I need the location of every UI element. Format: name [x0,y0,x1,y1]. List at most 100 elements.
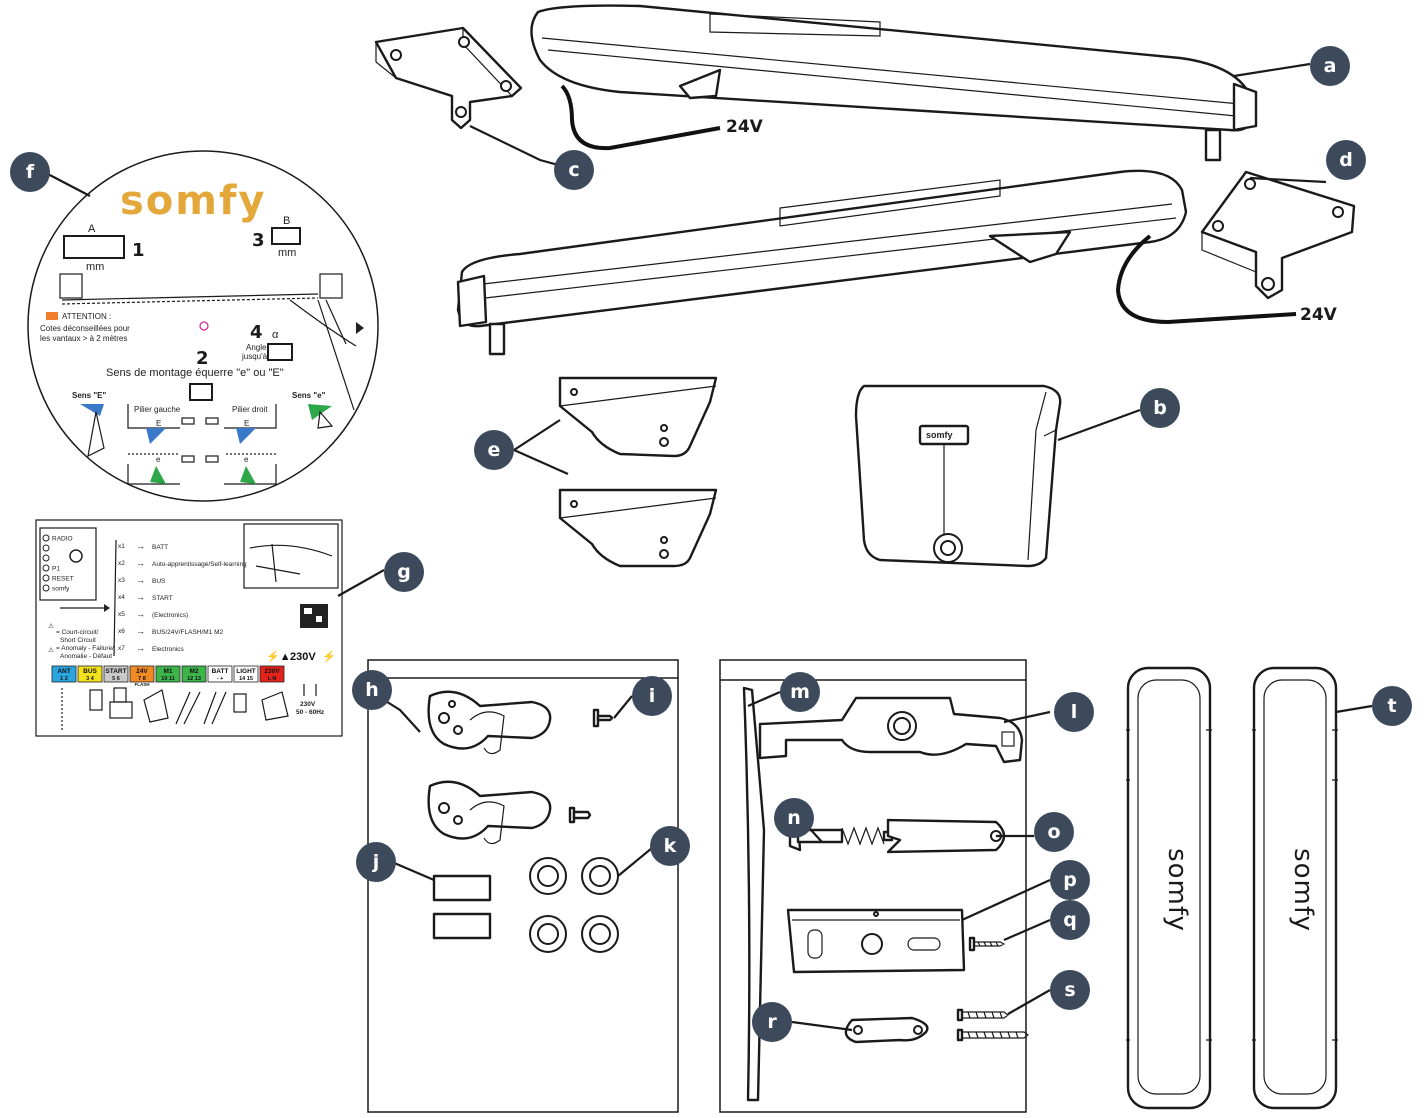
terminal-pins-4: 10 11 [161,676,174,682]
svg-text:⚠: ⚠ [48,622,54,630]
svg-text:⚠: ⚠ [48,646,54,654]
callout-badge-r-letter: r [767,1011,777,1033]
wiring-code-count-2: x3 [118,577,125,584]
disc-field2-caption: Sens de montage équerre "e" ou "E" [106,367,284,379]
leader-lines [43,62,1373,1032]
wiring-code-text-0: BATT [152,544,168,551]
callout-badge-j-letter: j [372,851,380,873]
disc-upper-mark-right: E [244,419,249,428]
wiring-led-label-5: somfy [52,586,70,593]
wiring-code-arrow-1: → [136,558,145,568]
wiring-code-count-3: x4 [118,594,125,601]
wiring-code-arrow-4: → [136,609,145,619]
disc-attention-line2: les vantaux > à 2 mètres [40,334,127,343]
callout-badge-o-letter: o [1047,821,1060,843]
callout-badge-s-letter: s [1064,979,1075,1001]
wiring-led-label-3: P1 [52,566,60,573]
screws-s [956,1008,1029,1042]
control-box-logo: somfy [926,430,953,440]
wiring-code-text-6: Electronics [152,646,185,653]
accessory-box-left [367,659,679,1113]
callout-badge-b: b [1140,388,1180,428]
wiring-code-count-1: x2 [118,560,125,567]
callout-badge-i: i [632,676,672,716]
wiring-supply1: 230V [300,701,316,708]
control-box: somfy [854,384,1062,568]
strip-m [742,686,766,1102]
disc-field1-number: 1 [132,240,145,261]
terminal-pins-2: 5 6 [112,676,120,682]
wiring-led-4 [42,574,50,582]
wiring-led-1 [42,544,50,552]
bracket-c [374,26,523,130]
brackets-e [558,376,718,568]
terminal-2 [103,665,129,683]
wiring-code-count-5: x6 [118,628,125,635]
terminal-pins-6: - + [217,676,224,682]
callout-badge-a-letter: a [1324,55,1337,77]
callout-badge-k: k [650,826,690,866]
remote-left: somfy [1126,666,1212,1110]
terminal-5 [181,665,207,683]
actuator-bottom-voltage: 24V [1300,305,1338,325]
disc-lower-mark-right: e [244,455,249,464]
wiring-legend-anom2: Anomalie - Défaut [60,653,112,660]
remote-left-logo: somfy [1162,848,1192,932]
disc-field3-unit: mm [278,247,296,259]
callout-badge-n-letter: n [787,807,801,829]
terminal-1 [77,665,103,683]
callout-badge-t-letter: t [1387,695,1396,717]
callout-badge-d: d [1326,140,1366,180]
disc-pillar-right: Pilier droit [232,405,268,414]
wiring-led-2 [42,554,50,562]
disc-sens-e: Sens "e" [292,391,326,400]
wiring-led-3 [42,564,50,572]
wiring-led-label-0: RADIO [52,536,73,543]
callout-badge-b-letter: b [1153,397,1167,419]
terminal-name-8: 230V [264,668,280,675]
wiring-supply2: 50 - 60Hz [296,709,325,716]
remote-right-logo: somfy [1288,848,1318,932]
callout-badge-q-letter: q [1063,909,1077,931]
callout-badge-c: c [554,150,594,190]
terminal-name-3: 24V [136,668,148,675]
wiring-legend-short2: Short Circuit [60,637,96,644]
disc-field1-unit: mm [86,261,104,273]
terminal-pins-5: 12 13 [187,676,201,682]
label-disc: somfy A 1 mm B 3 mm ATTENTION : Cotes dé… [27,150,379,502]
callout-badge-i-letter: i [649,685,656,707]
callout-badge-q: q [1050,900,1090,940]
callout-badge-o: o [1034,812,1074,852]
wiring-legend-anom1: = Anomaly - Failure/ [56,645,114,652]
disc-lower-mark-left: e [156,455,161,464]
svg-text:⚡: ⚡ [322,650,336,663]
wiring-code-arrow-2: → [136,575,145,585]
callout-badge-d-letter: d [1339,149,1353,171]
actuator-bottom: 24V [456,169,1356,356]
terminal-6 [207,665,233,683]
wiring-led-0 [42,534,50,542]
disc-field2-number: 2 [196,348,209,369]
actuator-top-voltage: 24V [726,117,764,137]
key-h [427,690,552,755]
terminal-name-2: START [105,668,126,675]
actuator-top: 24V [374,4,1258,162]
callout-badge-e-letter: e [488,439,501,461]
disc-attention-title: ATTENTION : [62,312,111,321]
terminal-pins-0: 1 2 [60,676,68,682]
disc-pillar-left: Pilier gauche [134,405,181,414]
callout-badge-l: l [1054,692,1094,732]
plate-o [886,818,1006,854]
callout-badge-g: g [384,552,424,592]
wiring-code-count-0: x1 [118,543,125,550]
wiring-code-text-1: Auto-apprentissage/Self-learning [152,561,247,568]
wiring-code-text-2: BUS [152,578,166,585]
screw-i-spare [568,806,592,824]
wiring-led-label-4: RESET [52,576,74,583]
strike-p [786,908,966,974]
terminal-pins-7: 14 15 [239,676,253,682]
terminal-8 [259,665,285,683]
terminal-name-1: BUS [83,668,97,675]
